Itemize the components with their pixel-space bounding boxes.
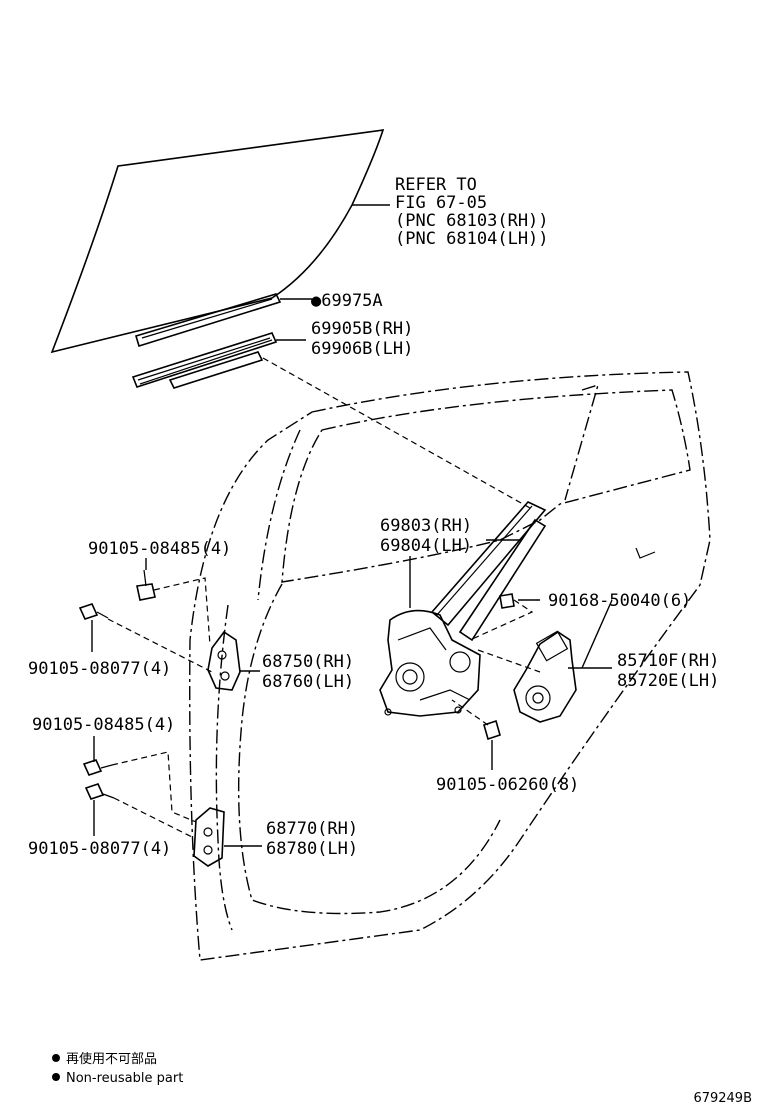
outer-weatherstrip — [131, 332, 278, 389]
door-glass — [50, 129, 385, 354]
glass-ref-line3: (PNC 68103(RH)) — [395, 211, 549, 231]
legend: 再使用不可部品 Non-reusable part — [52, 1051, 183, 1086]
glass-ref-line1: REFER TO — [395, 175, 477, 195]
bolt-icon — [483, 719, 501, 741]
label-68750: 68750(RH) — [262, 652, 354, 672]
label-69906b: 69906B(LH) — [311, 339, 413, 359]
label-85720e: 85720E(LH) — [617, 671, 719, 691]
legend-en: Non-reusable part — [66, 1071, 183, 1086]
inner-weatherstrip — [135, 293, 282, 348]
window-regulator — [379, 501, 547, 717]
bolt-icon — [136, 569, 156, 601]
label-69803: 69803(RH) — [380, 516, 472, 536]
label-68760: 68760(LH) — [262, 672, 354, 692]
label-bolt-lower-hinge: 90105-08485(4) — [32, 715, 175, 735]
lower-hinge — [193, 807, 225, 867]
upper-hinge — [207, 630, 241, 691]
label-68780: 68780(LH) — [266, 839, 358, 859]
bolt-icon — [78, 603, 109, 620]
figure-id: 679249B — [693, 1091, 752, 1106]
label-bolt-upper-hinge: 90105-08485(4) — [88, 539, 231, 559]
bolt-icon — [84, 783, 115, 800]
legend-jp: 再使用不可部品 — [66, 1051, 157, 1067]
bolt-icon — [499, 593, 515, 609]
bolt-icon — [82, 759, 113, 776]
label-bolt-lower-hinge-b: 90105-08077(4) — [28, 839, 171, 859]
label-69975a: ●69975A — [311, 291, 383, 311]
non-reusable-dot-icon — [52, 1073, 60, 1081]
window-motor — [513, 630, 577, 723]
label-bolt-motor: 90105-06260(8) — [436, 775, 579, 795]
label-69804: 69804(LH) — [380, 536, 472, 556]
glass-ref-line2: FIG 67-05 — [395, 193, 487, 213]
label-68770: 68770(RH) — [266, 819, 358, 839]
glass-ref-line4: (PNC 68104(LH)) — [395, 229, 549, 249]
label-bolt-upper-hinge-b: 90105-08077(4) — [28, 659, 171, 679]
label-bolt-regulator: 90168-50040(6) — [548, 591, 691, 611]
label-85710f: 85710F(RH) — [617, 651, 719, 671]
non-reusable-dot-icon — [52, 1054, 60, 1062]
label-69905b: 69905B(RH) — [311, 319, 413, 339]
